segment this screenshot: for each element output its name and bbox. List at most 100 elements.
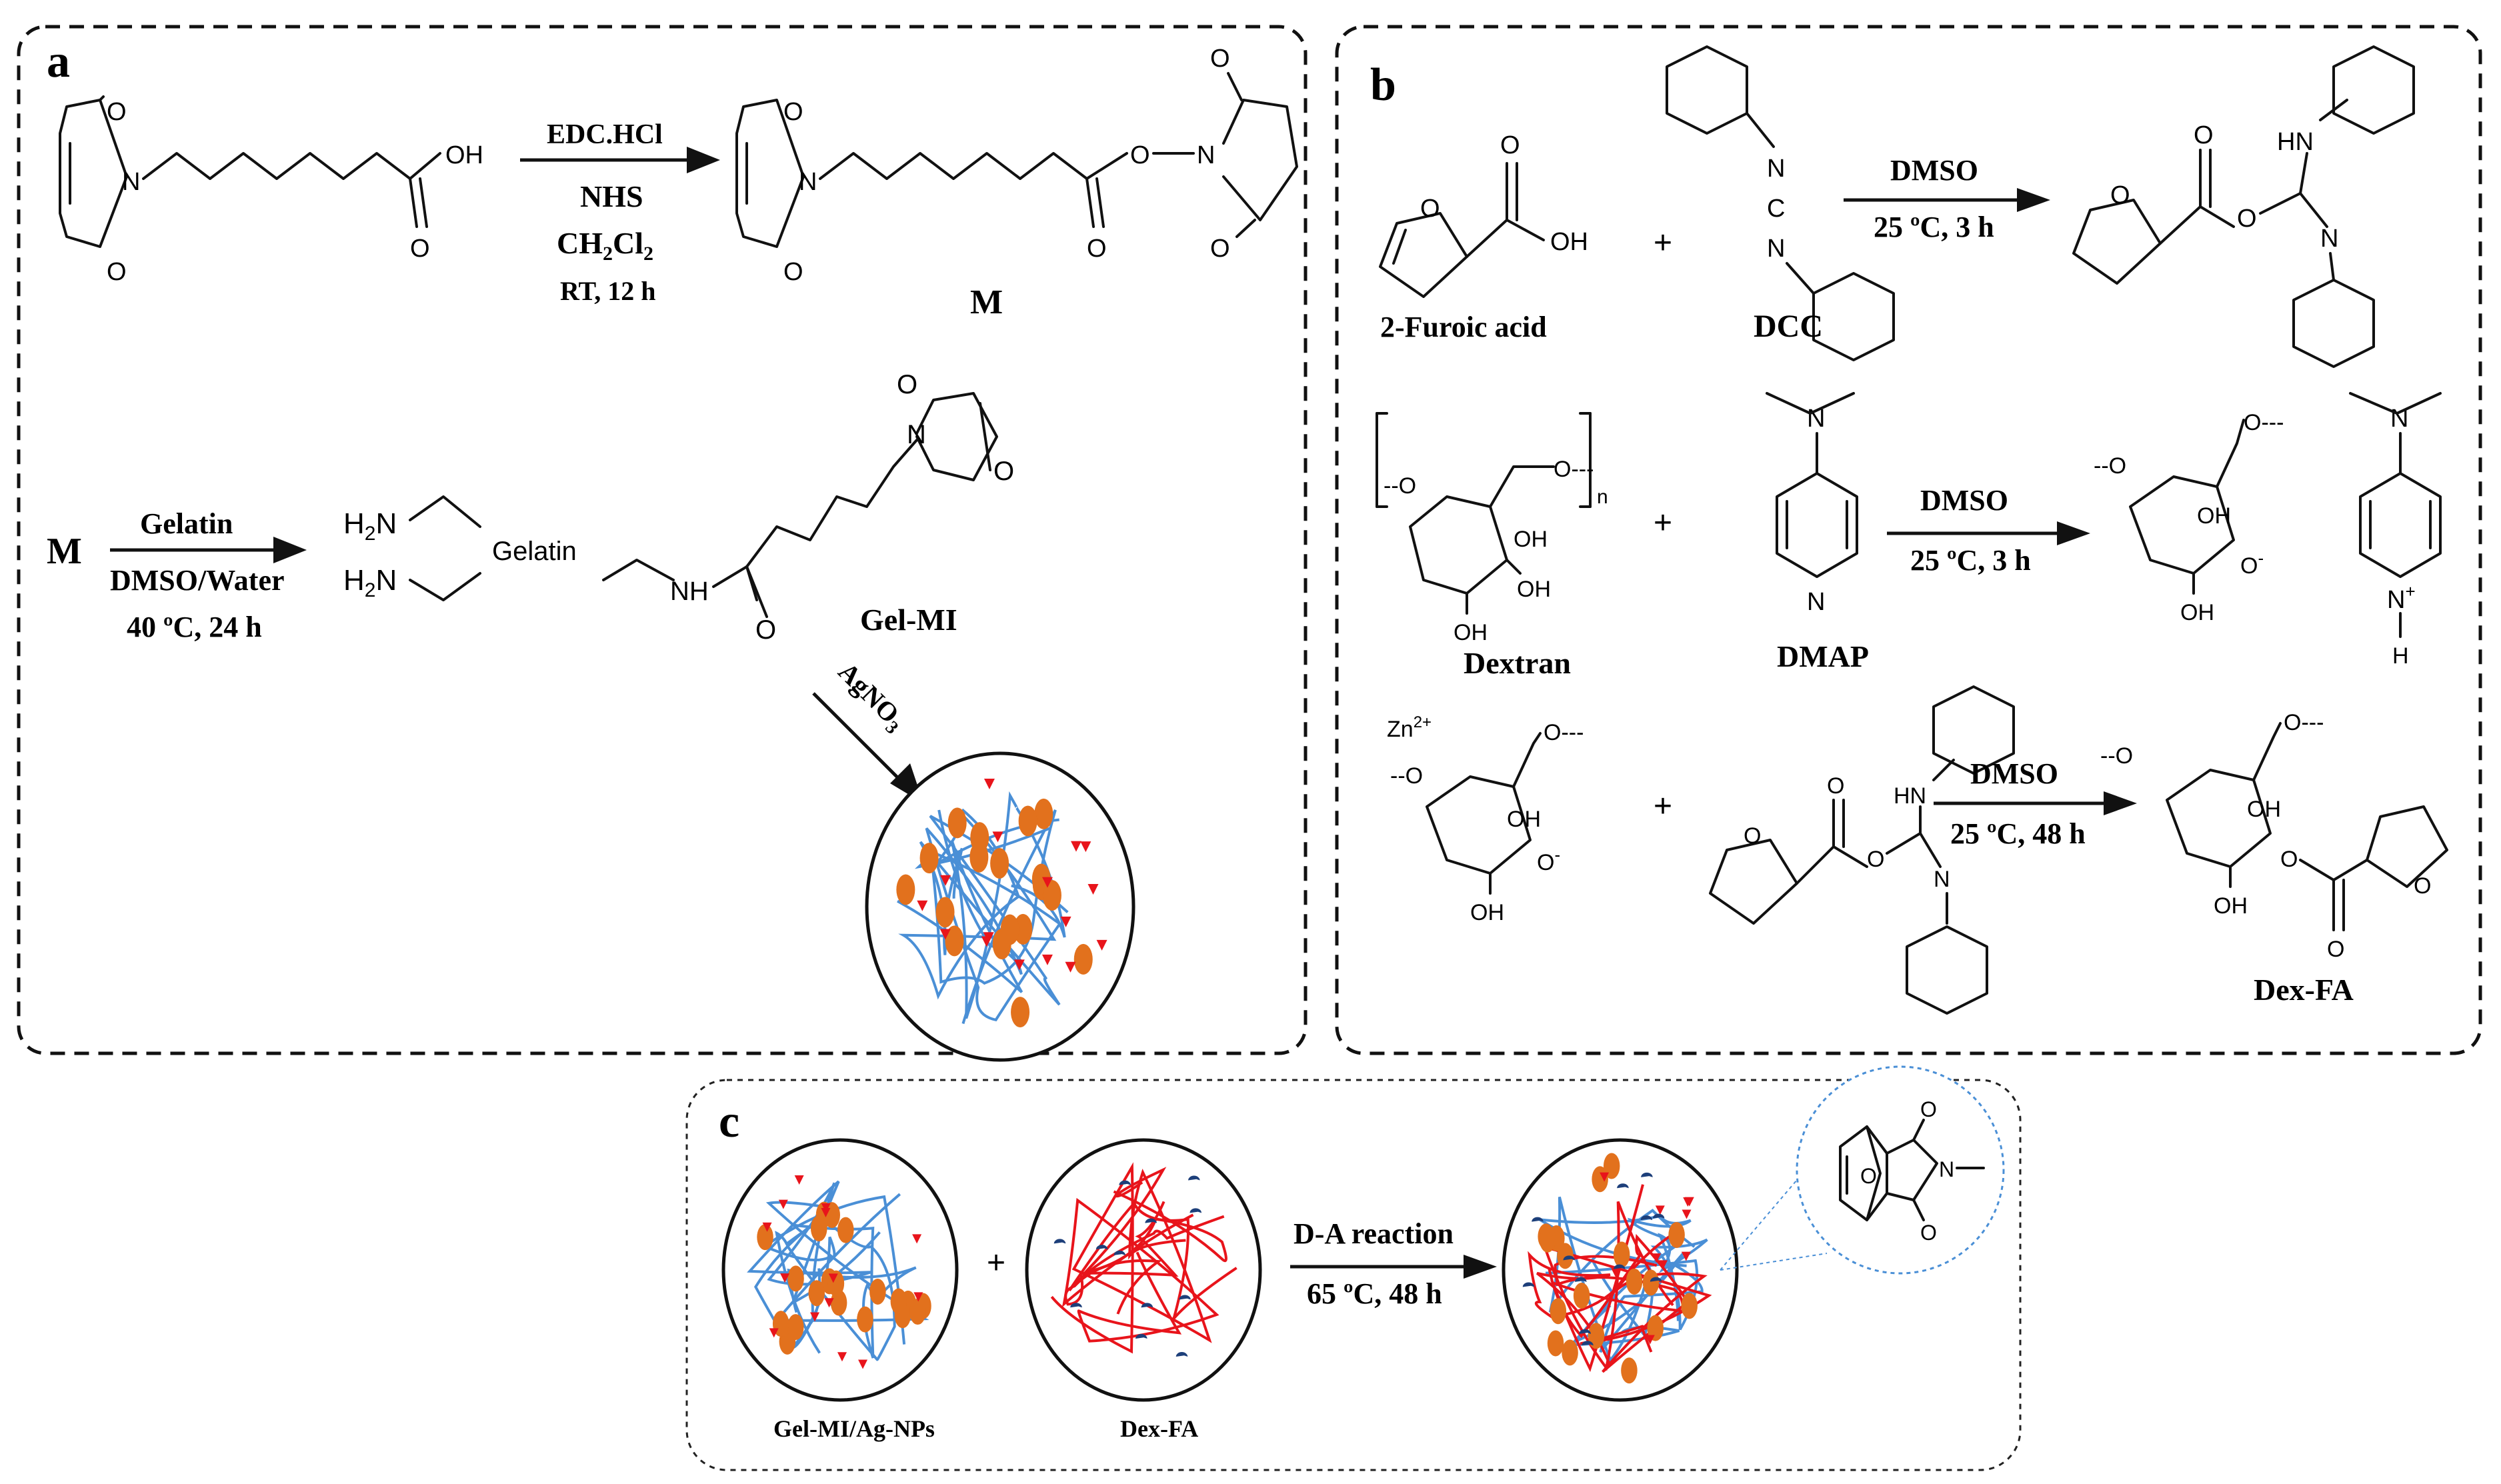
- reagent-time: RT, 12 h: [560, 276, 655, 306]
- acid-oh: OH: [445, 141, 483, 169]
- silver-nanoparticle: [1547, 1330, 1564, 1357]
- silver-nanoparticle: [1539, 1226, 1556, 1253]
- m-imide-n: N: [799, 168, 817, 196]
- imide-n: N: [122, 168, 140, 196]
- amine-top: H2N: [343, 507, 397, 545]
- silver-nanoparticle: [1642, 1269, 1660, 1296]
- gelatin-diamine: H2N H2N Gelatin: [343, 495, 577, 601]
- silver-nanoparticle: [787, 1265, 804, 1292]
- dexfa-ester-o: O: [2280, 847, 2298, 872]
- step2-start-m: M: [47, 531, 82, 572]
- dmaph-n-plus: N+: [2387, 581, 2416, 614]
- silver-nanoparticle: [1562, 1339, 1578, 1366]
- silver-nanoparticle: [857, 1306, 873, 1333]
- maleimide-group: [828, 1273, 838, 1283]
- step2-arrow: [110, 537, 307, 563]
- furoic-acid-label: 2-Furoic acid: [1380, 311, 1547, 343]
- dcc-label: DCC: [1754, 309, 1823, 344]
- maleimide-group: [762, 1222, 772, 1232]
- maleimide-group: [983, 778, 995, 789]
- dmap: N N: [1766, 392, 1858, 616]
- furan-group: [1053, 1239, 1066, 1244]
- silver-nanoparticle: [992, 929, 1011, 960]
- amide-o: O: [755, 615, 776, 645]
- reagent-agno3: AgNO3: [829, 657, 911, 739]
- acid-carbonyl-o: O: [410, 235, 430, 263]
- maleimide-group: [1013, 959, 1025, 971]
- maleimide-group: [810, 1312, 820, 1322]
- dextran-chain-o: O---: [1554, 457, 1594, 482]
- dextran-alkoxide: O--- --O OH OH O-: [2094, 410, 2284, 625]
- row2-plus: +: [1654, 505, 1672, 541]
- silver-nanoparticle: [945, 925, 964, 957]
- isourea-furan-o: O: [2110, 181, 2130, 209]
- maleimide-group: [983, 932, 994, 943]
- reactant-carbonyl-o: O: [1827, 773, 1844, 799]
- reagent-nhs: NHS: [580, 179, 643, 213]
- maleimide-group: [1087, 884, 1099, 895]
- furan-group: [1113, 1250, 1125, 1255]
- silver-nanoparticle: [757, 1224, 773, 1251]
- maleimide-group: [824, 1298, 834, 1308]
- dmap-n-ring: N: [1807, 588, 1825, 616]
- silver-nanoparticle: [990, 848, 1009, 879]
- furan-group: [1141, 1303, 1153, 1308]
- dexfa-furan-o: O: [2414, 873, 2431, 899]
- dex-fa-sphere-label: Dex-FA: [1120, 1415, 1198, 1442]
- succinimide-o-bottom: O: [1210, 235, 1230, 263]
- silver-nanoparticle: [969, 841, 989, 873]
- isourea-o: O: [2237, 205, 2257, 233]
- silver-nanoparticle: [896, 874, 915, 905]
- maleimide-group: [1060, 916, 1071, 927]
- maleimide-group: [821, 1203, 831, 1213]
- zinc-dextran-alkoxide: Zn2+ O--- --O OH OH O-: [1387, 713, 1584, 925]
- isourea-carbonyl-o: O: [2194, 121, 2214, 149]
- row3-plus: +: [1654, 789, 1672, 824]
- zn-dex-left-o: --O: [1390, 763, 1423, 789]
- polymer-chain: [1050, 1162, 1212, 1354]
- zn-dex-oh-2: OH: [1507, 807, 1541, 832]
- maleimide-group: [778, 1199, 788, 1209]
- succinimide-n: N: [1197, 141, 1215, 169]
- step2-reagent-gelatin: Gelatin: [140, 507, 233, 540]
- isourea-n: N: [2320, 225, 2338, 253]
- m-carbonyl-o-top: O: [783, 98, 803, 126]
- dextran: n O--- --O OH OH OH: [1376, 412, 1608, 645]
- adduct-bridge-o: O: [1860, 1164, 1877, 1188]
- dcc-c: C: [1767, 195, 1785, 223]
- furan-group: [1095, 1245, 1108, 1250]
- silver-nanoparticle: [837, 1217, 854, 1243]
- maleimide-group: [1684, 1197, 1694, 1207]
- furan-group: [1522, 1282, 1535, 1287]
- maleimide-group: [1658, 1260, 1668, 1270]
- silver-nanoparticle: [1011, 997, 1030, 1028]
- furan-group: [1575, 1277, 1587, 1282]
- m-carbonyl-o-bottom: O: [783, 258, 803, 286]
- gel-mi-ag-np-sphere-c: [721, 1138, 959, 1402]
- maleimide-group: [1652, 1253, 1662, 1263]
- row1-solvent: DMSO: [1890, 154, 1978, 187]
- polymer-chain: [1061, 1197, 1219, 1343]
- da-arrow: [1290, 1255, 1497, 1279]
- gel-mi-structure: NH O N O O: [602, 370, 1014, 645]
- zn-dex-oh-1: OH: [1470, 900, 1504, 925]
- furan-group: [1579, 1329, 1591, 1334]
- maleimide-group: [794, 1175, 804, 1185]
- furoic-acid: O O OH: [1379, 131, 1588, 298]
- polymer-chain: [1548, 1196, 1696, 1363]
- furan-group: [1188, 1175, 1200, 1181]
- amide-nh: NH: [670, 577, 709, 606]
- maleimide-group: [1681, 1251, 1691, 1261]
- panel-b-label: b: [1370, 59, 1396, 111]
- amine-bottom: H2N: [343, 564, 397, 601]
- maleimide-group: [912, 1234, 922, 1244]
- furan-group: [1119, 1180, 1131, 1185]
- maleimide-group: [769, 1328, 779, 1338]
- da-adduct-inset: O O O N: [1720, 1065, 2005, 1275]
- dmap-h-cation: N N+ H: [2349, 392, 2442, 669]
- silver-nanoparticle: [1681, 1293, 1698, 1319]
- carbonyl-o-bottom: O: [107, 258, 127, 286]
- silver-nanoparticle: [919, 843, 939, 874]
- nhs-ester-product-m: O O N O O N O O: [735, 45, 1298, 286]
- maleimide-group: [939, 929, 951, 940]
